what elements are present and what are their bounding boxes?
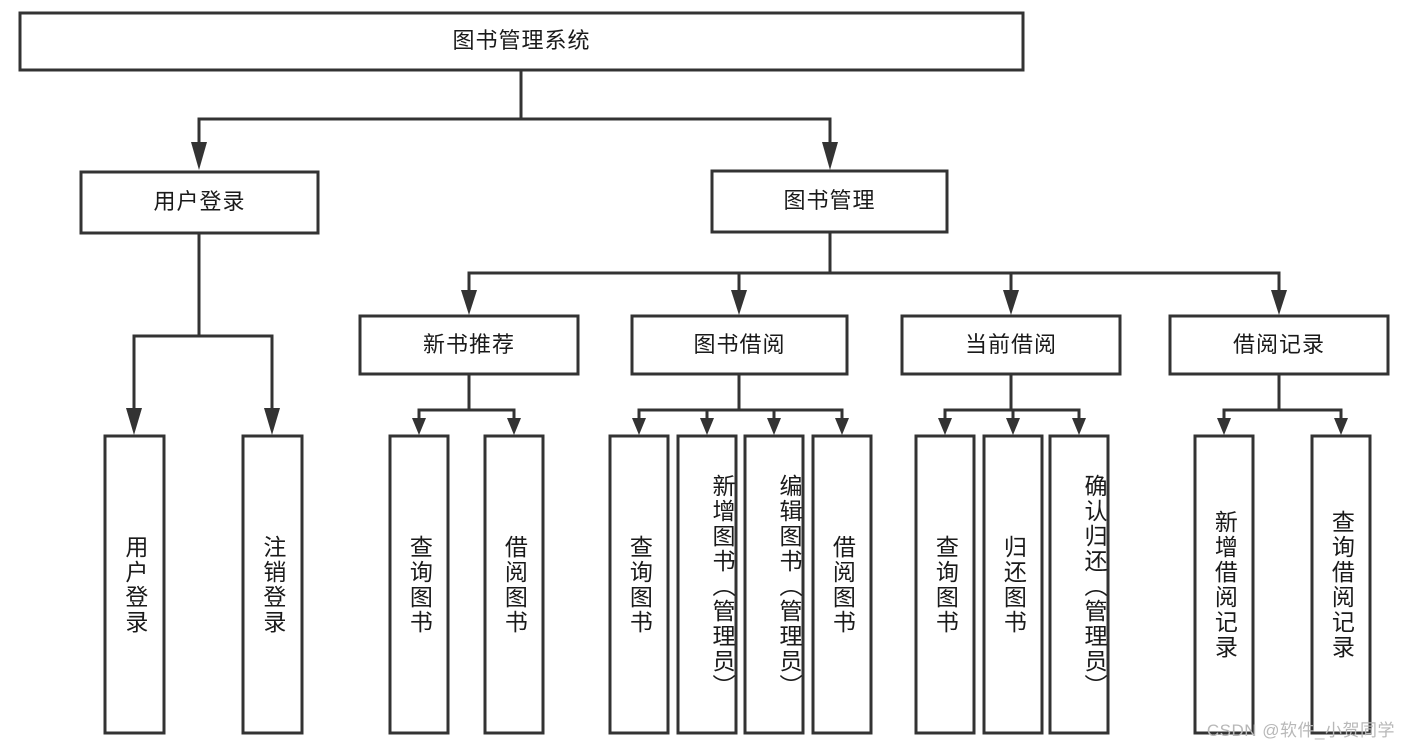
- arrow-head-icon: [126, 408, 142, 435]
- node-box-user-login[interactable]: [79, 170, 320, 235]
- arrow-head-icon: [835, 418, 849, 435]
- node-box-leaf-current-2[interactable]: [982, 434, 1044, 735]
- arrow-head-icon: [507, 418, 521, 435]
- arrow-head-icon: [1217, 418, 1231, 435]
- node-box-leaf-borrow-4[interactable]: [811, 434, 873, 735]
- node-box-current-borrow[interactable]: [900, 314, 1122, 376]
- node-box-leaf-recommend-1[interactable]: [388, 434, 450, 735]
- arrow-head-icon: [1006, 418, 1020, 435]
- arrow-head-icon: [938, 418, 952, 435]
- arrow-head-icon: [1271, 290, 1287, 315]
- arrow-head-icon: [1334, 418, 1348, 435]
- node-box-new-book-recommend[interactable]: [358, 314, 580, 376]
- arrow-head-icon: [632, 418, 646, 435]
- arrow-head-icon: [1072, 418, 1086, 435]
- node-box-leaf-record-2[interactable]: [1310, 434, 1372, 735]
- watermark-label: CSDN @软件_小贺同学: [1206, 721, 1395, 740]
- arrow-head-icon: [731, 290, 747, 315]
- node-box-leaf-recommend-2[interactable]: [483, 434, 545, 735]
- edge-user-login-to-leaves: [126, 231, 280, 435]
- node-box-leaf-record-1[interactable]: [1193, 434, 1255, 735]
- node-box-leaf-current-1[interactable]: [914, 434, 976, 735]
- node-box-book-manage[interactable]: [710, 169, 949, 234]
- node-box-leaf-borrow-3[interactable]: [743, 434, 805, 735]
- node-box-root[interactable]: [18, 11, 1025, 72]
- edge-current-borrow-to-leaves: [938, 372, 1086, 435]
- arrow-head-icon: [461, 290, 477, 315]
- edge-book-manage-to-level3: [461, 230, 1287, 315]
- edge-new-book-recommend-to-leaves: [412, 372, 521, 435]
- edge-book-borrow-to-leaves: [632, 372, 849, 435]
- arrow-head-icon: [700, 418, 714, 435]
- node-box-borrow-record[interactable]: [1168, 314, 1390, 376]
- arrow-head-icon: [767, 418, 781, 435]
- node-box-leaf-borrow-2[interactable]: [676, 434, 738, 735]
- node-box-leaf-user-login-2[interactable]: [241, 434, 304, 735]
- edge-borrow-record-to-leaves: [1217, 372, 1348, 435]
- node-box-leaf-borrow-1[interactable]: [608, 434, 670, 735]
- node-box-leaf-current-3[interactable]: [1048, 434, 1110, 735]
- arrow-head-icon: [1003, 290, 1019, 315]
- node-box-book-borrow[interactable]: [630, 314, 849, 376]
- edge-root-to-level2: [191, 68, 838, 170]
- arrow-head-icon: [822, 142, 838, 170]
- node-box-leaf-user-login-1[interactable]: [103, 434, 166, 735]
- arrow-head-icon: [264, 408, 280, 435]
- arrow-head-icon: [412, 418, 426, 435]
- arrow-head-icon: [191, 142, 207, 170]
